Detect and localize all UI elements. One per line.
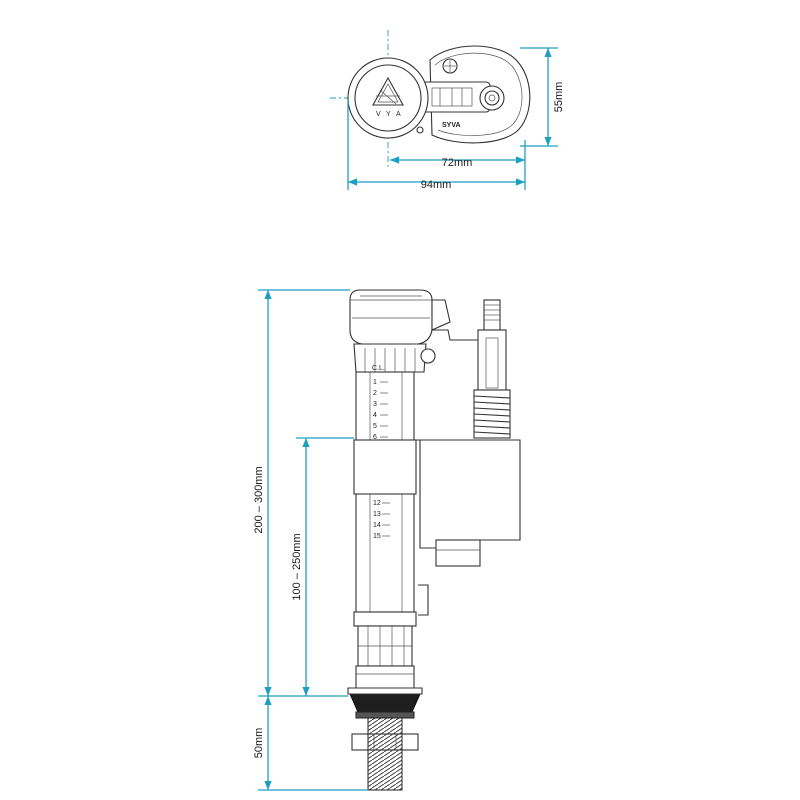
rubber-seal xyxy=(349,693,421,713)
height-scale-lower: 12 13 14 15 xyxy=(373,500,390,540)
tube-label: C.L. xyxy=(372,365,385,372)
button-head-outer xyxy=(347,57,429,139)
side-outlet xyxy=(420,348,436,364)
logo-letter-y: Y xyxy=(386,111,391,118)
side-view: C.L. 1 2 3 4 5 6 12 13 14 xyxy=(253,289,521,791)
lower-collar xyxy=(353,611,417,627)
svg-text:13: 13 xyxy=(373,511,381,518)
base-housing xyxy=(355,665,415,691)
svg-text:5: 5 xyxy=(373,423,377,430)
svg-text:4: 4 xyxy=(373,412,377,419)
dim-label-body-height: 100 – 250mm xyxy=(291,533,303,600)
height-scale-upper: 1 2 3 4 5 6 xyxy=(373,379,388,441)
valve-neck xyxy=(353,343,427,373)
svg-text:3: 3 xyxy=(373,401,377,408)
pivot-ring xyxy=(479,85,505,111)
svg-text:15: 15 xyxy=(373,533,381,540)
button-head-inner xyxy=(354,64,422,132)
float-collar xyxy=(353,439,417,495)
dim-label-55mm: 55mm xyxy=(553,82,565,113)
dim-label-94mm: 94mm xyxy=(421,179,452,191)
float-rod-sleeve xyxy=(477,329,507,391)
svg-text:1: 1 xyxy=(373,379,377,386)
svg-text:14: 14 xyxy=(373,522,381,529)
svg-text:6: 6 xyxy=(373,434,377,441)
float-bottom-nozzle xyxy=(435,539,481,567)
flange-ring xyxy=(347,687,423,695)
brand-mark: SYVA xyxy=(442,122,461,129)
threaded-shank xyxy=(367,717,403,791)
svg-text:12: 12 xyxy=(373,500,381,507)
logo-letter-v: V xyxy=(376,111,381,118)
float-spring xyxy=(473,389,511,439)
top-view: SYVA V Y A 55mm 72mm 94mm xyxy=(330,30,565,191)
logo-letter-a: A xyxy=(396,111,401,118)
valve-head xyxy=(349,289,433,345)
brand-logo xyxy=(372,76,404,106)
svg-text:2: 2 xyxy=(373,390,377,397)
dim-label-overall-height: 200 – 300mm xyxy=(253,466,265,533)
lower-cage xyxy=(357,625,413,667)
dim-label-50mm: 50mm xyxy=(253,728,265,759)
dim-label-72mm: 72mm xyxy=(442,157,473,169)
float-link xyxy=(432,329,485,341)
